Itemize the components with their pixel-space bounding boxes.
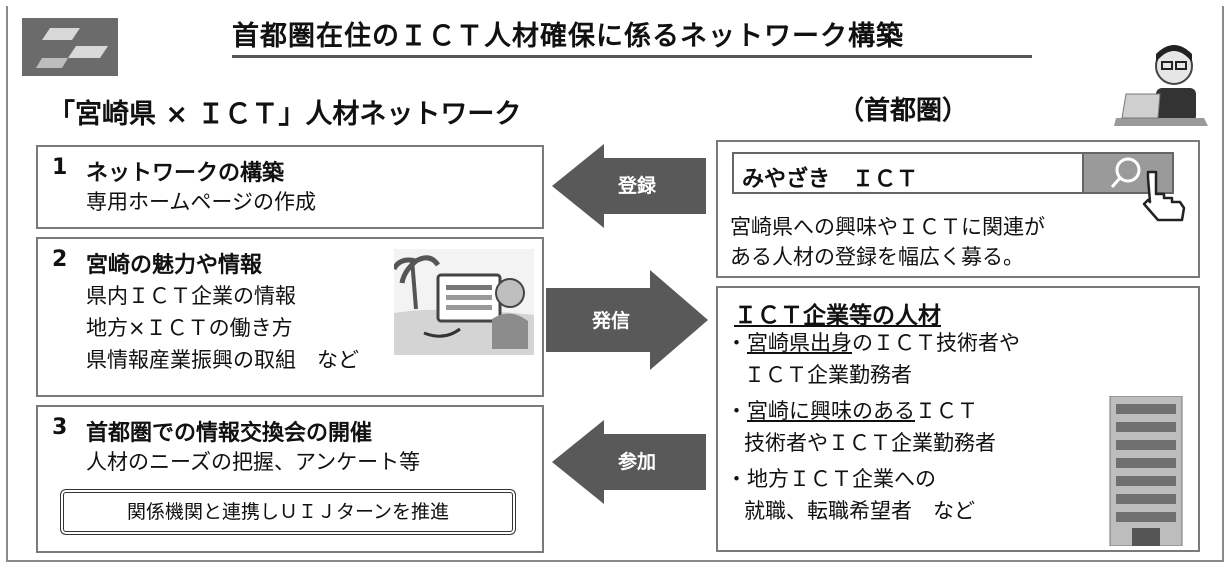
outer-frame xyxy=(6,6,1224,562)
register-arrow: 登録 xyxy=(552,144,706,228)
step-3-line: 人材のニーズの把握、アンケート等 xyxy=(86,450,421,474)
step-3-title: 首都圏での情報交換会の開催 xyxy=(86,421,373,446)
step-3-number: 3 xyxy=(52,415,68,440)
uij-turn-note-text: 関係機関と連携しＵＩＪターンを推進 xyxy=(126,501,450,523)
talent-title: ＩＣＴ企業等の人材 xyxy=(734,303,941,329)
join-label: 参加 xyxy=(618,451,657,473)
step-2-line-2: 地方×ＩＣＴの働き方 xyxy=(86,316,293,340)
step-1-line: 専用ホームページの作成 xyxy=(86,190,316,214)
step-2-number: 2 xyxy=(52,247,68,272)
search-input[interactable]: みやざき ＩＣＴ xyxy=(732,152,1100,194)
step-1-number: 1 xyxy=(52,155,68,180)
talent-bullet-2-line-2: 技術者やＩＣＴ企業勤務者 xyxy=(744,431,996,455)
talent-bullet-1-underlined: 宮崎県出身 xyxy=(747,331,852,355)
send-label: 発信 xyxy=(592,310,631,332)
talent-bullet-1-line-2: ＩＣＴ企業勤務者 xyxy=(744,363,912,387)
step-2-line-3: 県情報産業振興の取組 など xyxy=(86,348,359,372)
talent-bullet-2-underlined: 宮崎に興味のある xyxy=(747,399,915,423)
logo-icon xyxy=(22,18,118,76)
network-heading: 「宮崎県 × ＩＣＴ」人材ネットワーク xyxy=(48,99,522,130)
step-2-title: 宮崎の魅力や情報 xyxy=(86,253,263,278)
talent-panel: ＩＣＴ企業等の人材 ・宮崎県出身のＩＣＴ技術者や ＩＣＴ企業勤務者 ・宮崎に興味… xyxy=(716,286,1200,552)
search-panel: みやざき ＩＣＴ 宮崎県への興味やＩＣＴに関連が ある人材の登録を幅広く募る。 xyxy=(716,140,1200,278)
talent-bullet-2-rest: ＩＣＴ xyxy=(915,399,978,423)
join-arrow: 参加 xyxy=(552,420,706,504)
person-laptop-icon xyxy=(1112,32,1212,132)
step-2-box: 2 宮崎の魅力や情報 県内ＩＣＴ企業の情報 地方×ＩＣＴの働き方 県情報産業振興… xyxy=(36,237,544,397)
pointing-hand-icon xyxy=(1134,168,1190,226)
capital-area-heading: （首都圏） xyxy=(838,96,969,126)
talent-bullet-2: ・宮崎に興味のあるＩＣＴ xyxy=(726,396,978,426)
bullet-mark: ・ xyxy=(726,399,747,423)
step-1-title: ネットワークの構築 xyxy=(86,161,285,186)
search-query: みやざき ＩＣＴ xyxy=(742,167,919,192)
beach-computer-icon xyxy=(391,249,534,355)
talent-bullet-1: ・宮崎県出身のＩＣＴ技術者や xyxy=(726,328,1020,358)
uij-turn-note: 関係機関と連携しＵＩＪターンを推進 xyxy=(60,489,516,535)
page-title: 首都圏在住のＩＣＴ人材確保に係るネットワーク構築 xyxy=(232,21,904,52)
search-button[interactable] xyxy=(1082,152,1174,194)
step-3-box: 3 首都圏での情報交換会の開催 人材のニーズの把握、アンケート等 関係機関と連携… xyxy=(36,405,544,553)
search-desc-line-2: ある人材の登録を幅広く募る。 xyxy=(730,245,1024,269)
title-underline xyxy=(232,55,1032,58)
talent-bullet-1-rest: のＩＣＴ技術者や xyxy=(852,331,1020,355)
search-desc-line-1: 宮崎県への興味やＩＣＴに関連が xyxy=(730,215,1045,239)
step-2-line-1: 県内ＩＣＴ企業の情報 xyxy=(86,284,296,308)
office-building-icon xyxy=(1104,395,1188,547)
talent-bullet-3: ・地方ＩＣＴ企業への xyxy=(726,467,936,491)
step-1-box: 1 ネットワークの構築 専用ホームページの作成 xyxy=(36,145,544,229)
bullet-mark: ・ xyxy=(726,331,747,355)
search-icon xyxy=(1110,157,1141,188)
register-label: 登録 xyxy=(618,175,657,197)
talent-bullet-3-line-2: 就職、転職希望者 など xyxy=(744,499,975,523)
send-arrow: 発信 xyxy=(546,270,708,370)
